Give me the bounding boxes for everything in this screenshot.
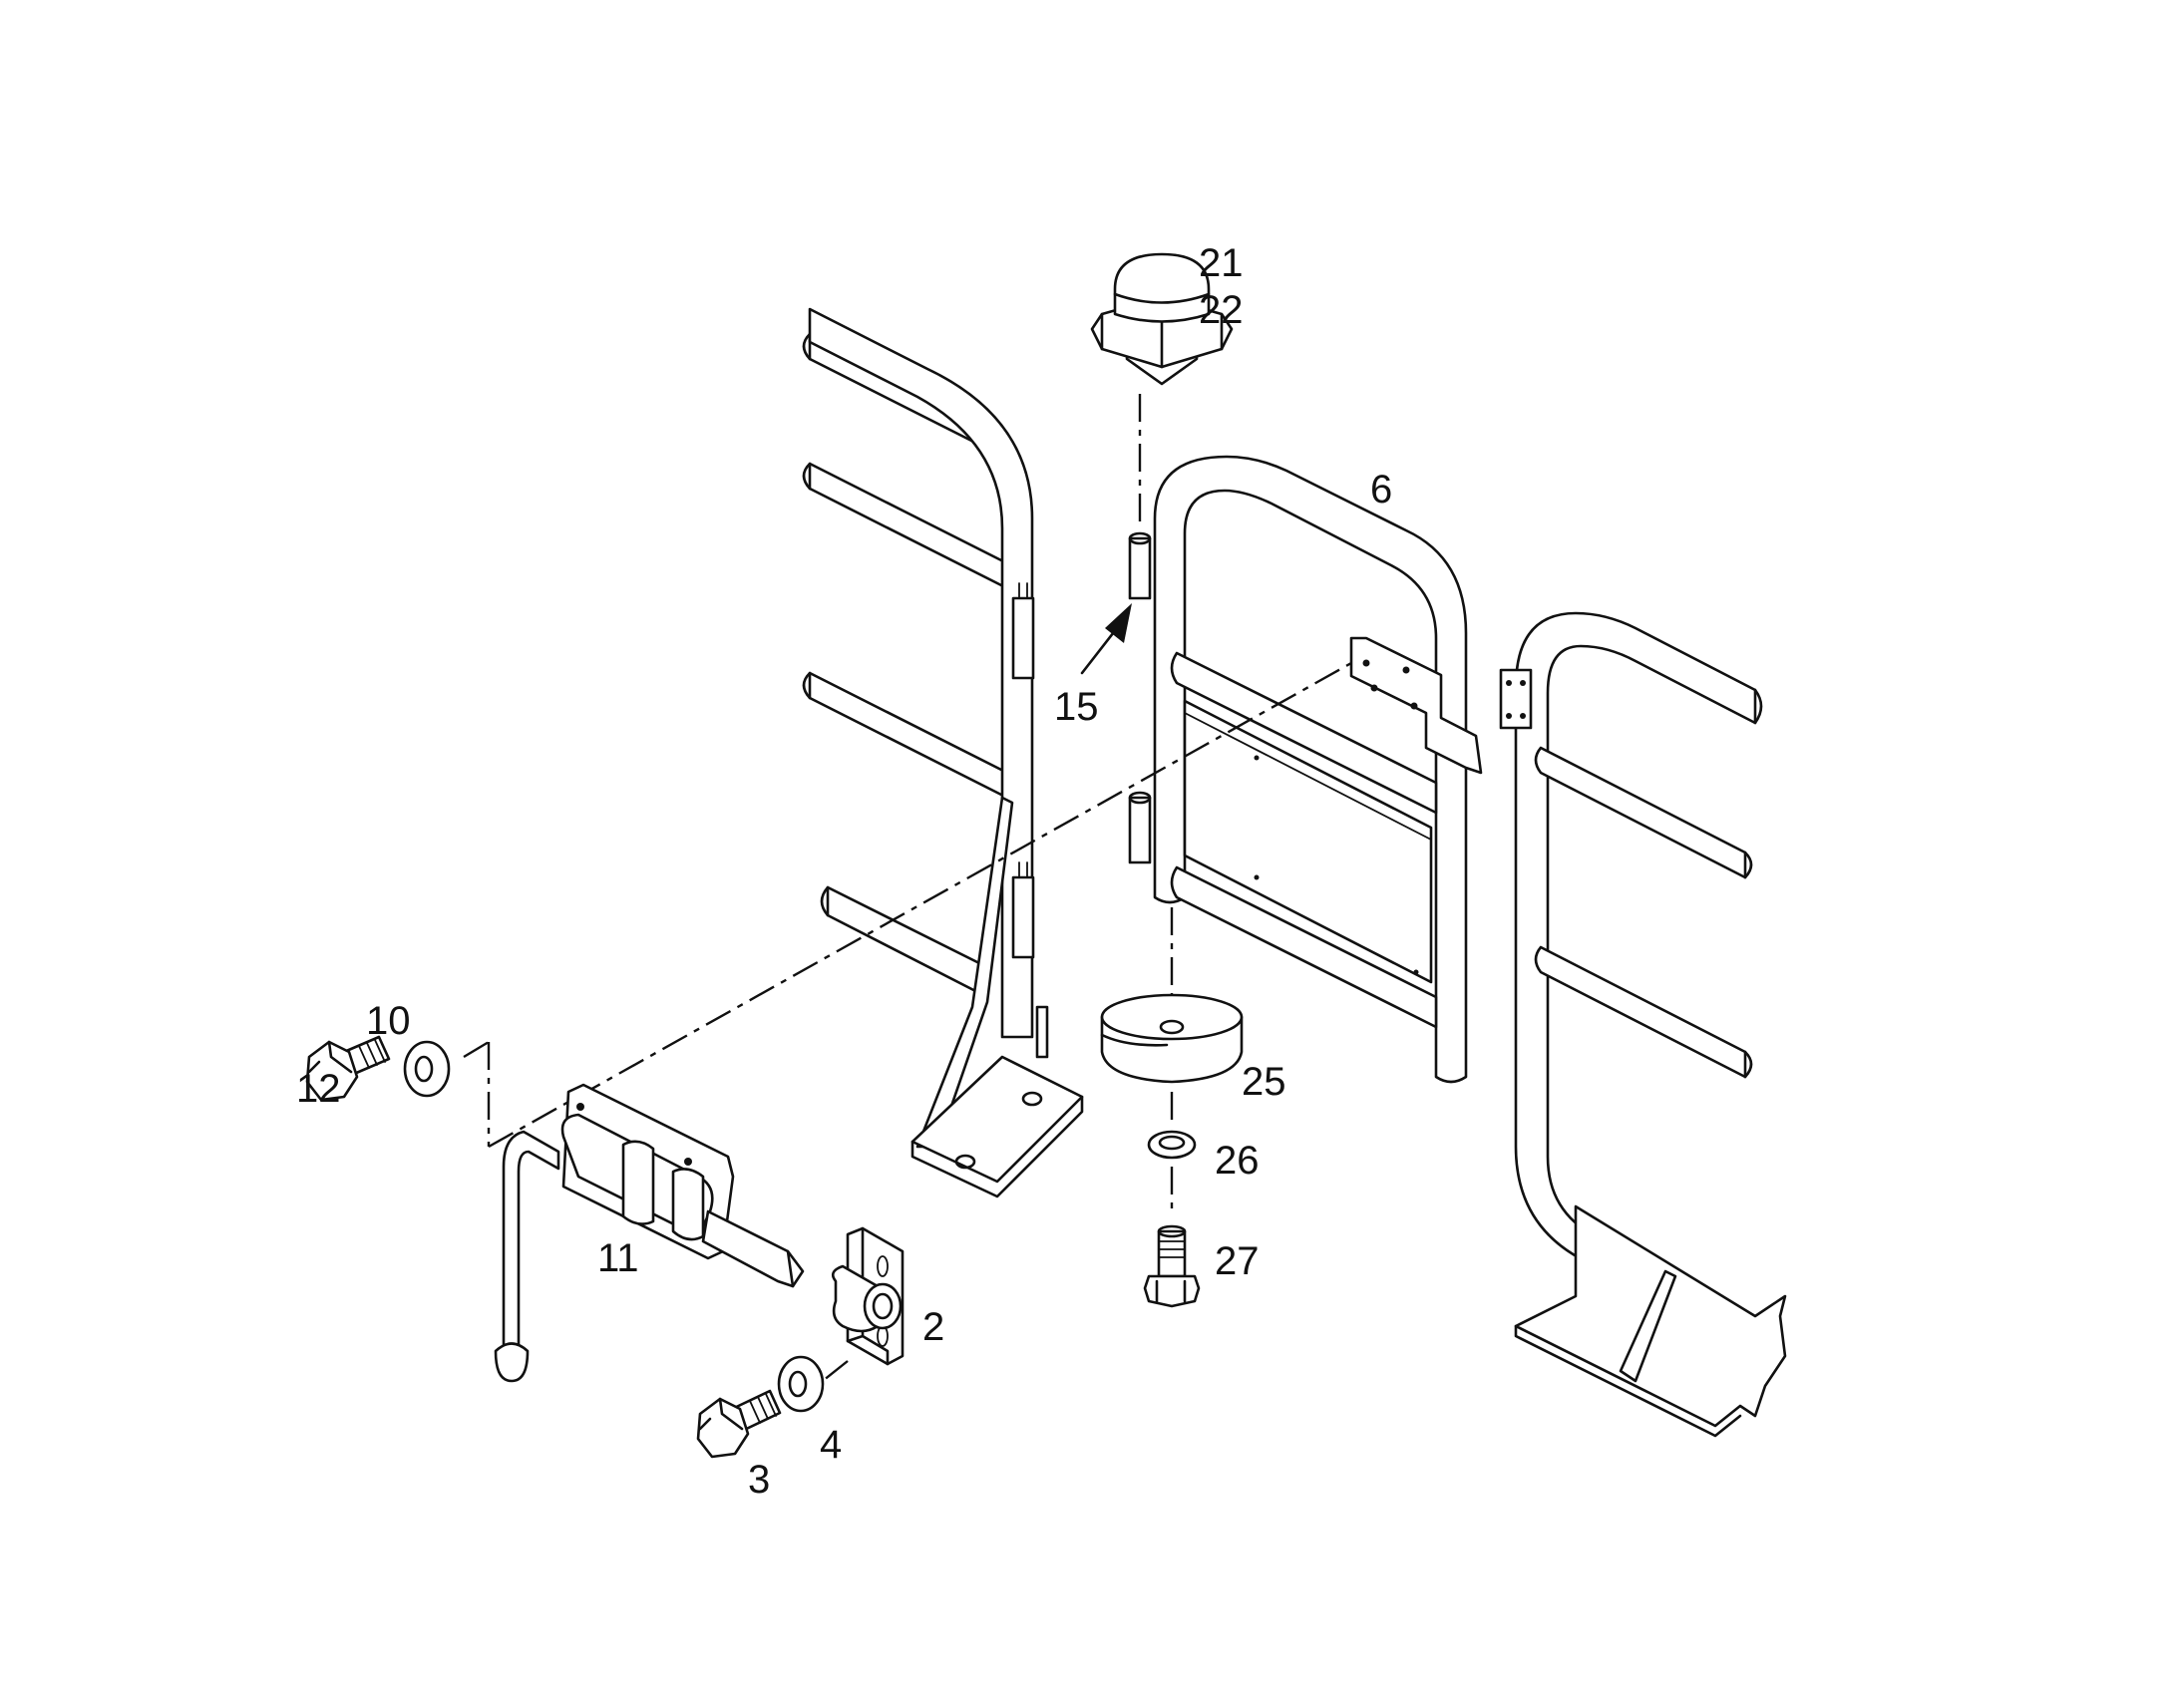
callout-2: 2 [922, 1305, 944, 1349]
end-cap [1090, 252, 1234, 386]
callout-4: 4 [820, 1423, 842, 1467]
base-pad [1100, 993, 1244, 1084]
washer-10 [403, 1040, 451, 1098]
callout-26: 26 [1215, 1139, 1260, 1183]
callout-15: 15 [1054, 685, 1099, 729]
arrow-15-head [1105, 603, 1132, 643]
left-railing-assembly [802, 307, 1084, 1198]
leader-washer-offset [463, 1040, 490, 1059]
gate-frame [1128, 455, 1483, 1084]
callout-10: 10 [366, 999, 411, 1043]
strike-plate-2 [831, 1226, 905, 1366]
washer-4 [777, 1355, 825, 1413]
washer-26 [1147, 1130, 1197, 1160]
bolt-3 [696, 1389, 782, 1459]
bolt-12 [305, 1035, 391, 1102]
callout-11: 11 [597, 1236, 639, 1280]
leader-latch-to-gate-plate [488, 661, 1352, 1149]
right-railing-assembly [1499, 611, 1787, 1438]
callout-22: 22 [1199, 288, 1244, 332]
latch-11 [494, 1083, 805, 1383]
callout-21: 21 [1199, 241, 1244, 285]
callout-27: 27 [1215, 1239, 1260, 1283]
callout-25: 25 [1242, 1060, 1286, 1104]
leader-strike-to-washer [822, 1360, 849, 1382]
callout-12: 12 [296, 1067, 341, 1111]
callout-6: 6 [1370, 468, 1392, 512]
arrow-15-shaft [1080, 626, 1119, 675]
callout-3: 3 [748, 1458, 770, 1502]
bolt-27 [1143, 1224, 1201, 1308]
